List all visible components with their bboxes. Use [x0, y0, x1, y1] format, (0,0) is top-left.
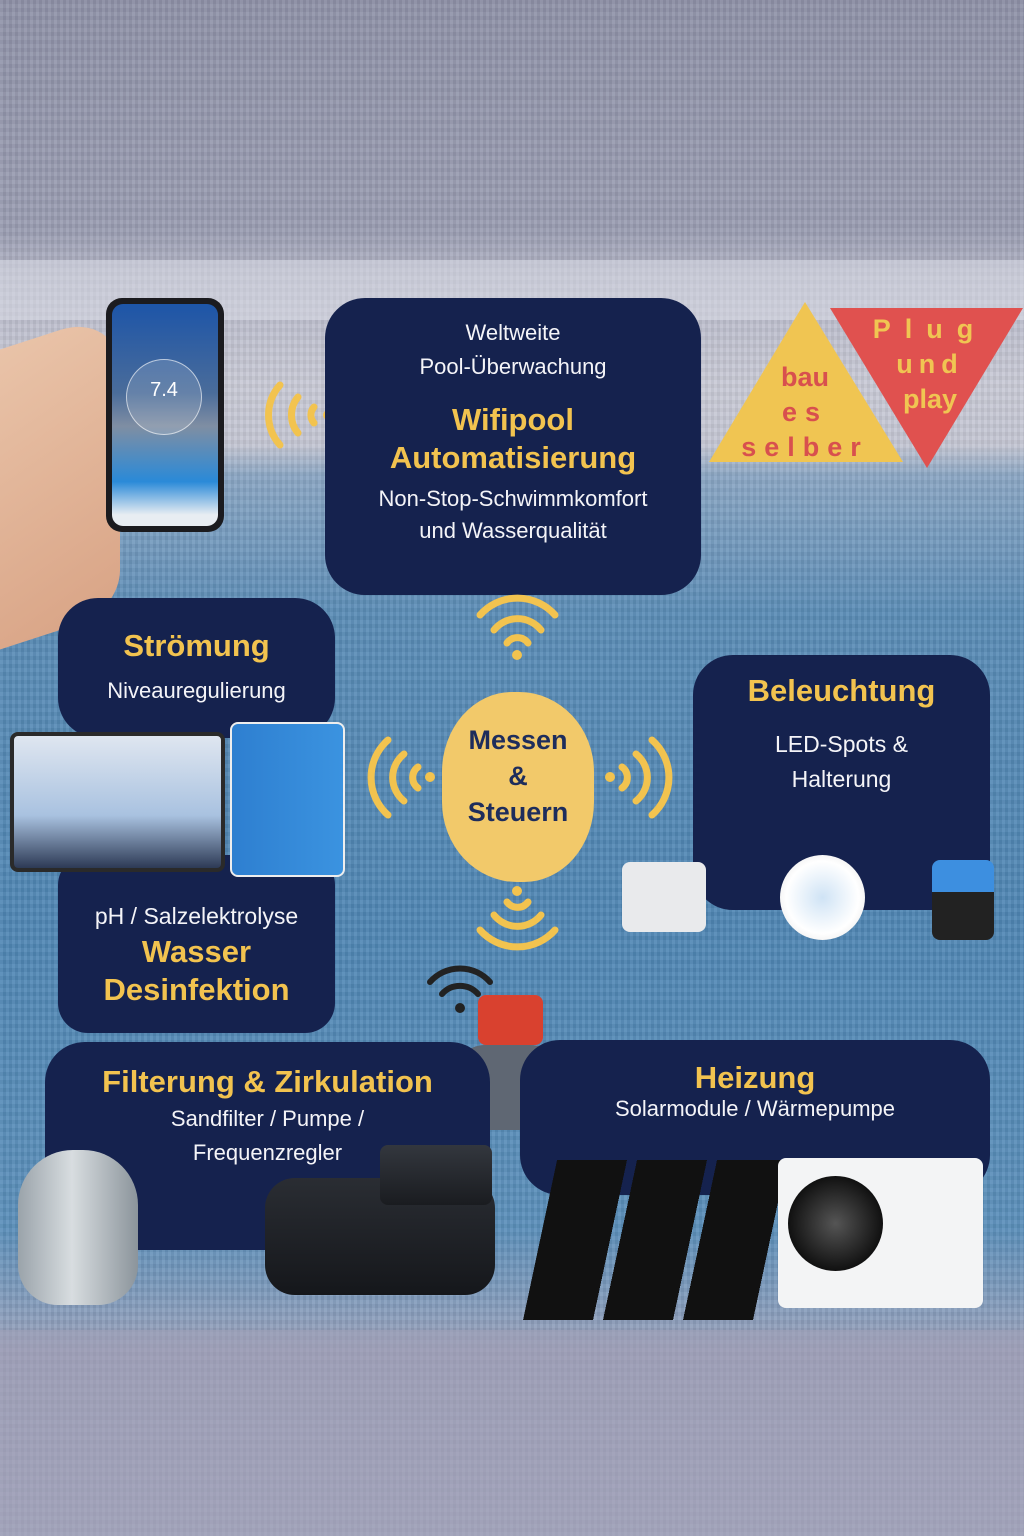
card-title: Heizung [694, 1060, 816, 1095]
measure-control-cloud [442, 692, 594, 882]
center-text: Steuern [467, 797, 569, 827]
card-text: Weltweite [465, 320, 561, 345]
badge-triangles [709, 302, 1023, 468]
badge-text: und [896, 349, 964, 379]
card-text: LED-Spots & [775, 731, 908, 757]
pool-deck [0, 1330, 1024, 1536]
wifi-up-icon [476, 594, 559, 660]
led-spot-image [780, 855, 865, 940]
card-text: Frequenzregler [192, 1140, 343, 1165]
heat-pump-image [778, 1158, 983, 1308]
card-text: Niveauregulierung [107, 678, 286, 703]
card-text: und Wasserqualität [419, 518, 607, 543]
light-controller-image [622, 862, 706, 932]
motorized-valve-image [478, 995, 543, 1045]
card-text: Pool-Überwachung [419, 354, 607, 379]
card-title: Strömung [123, 628, 270, 663]
dosing-station-image [10, 732, 225, 872]
badge-text: selber [741, 432, 869, 462]
center-label: Messen & Steuern [442, 722, 594, 830]
badge-text: bau [780, 362, 829, 392]
card-text: Halterung [791, 766, 892, 792]
card-title: Beleuchtung [747, 673, 936, 708]
wasser-card: pH / Salzelektrolyse Wasser Desinfektion [58, 855, 335, 1033]
card-title: Filterung & Zirkulation [102, 1064, 433, 1099]
card-title: Wasser [141, 934, 252, 969]
wifi-valve-icon [427, 965, 493, 1013]
phone-ph-value: 7.4 [126, 359, 202, 435]
solar-panels-image [522, 1160, 793, 1320]
wifi-right-icon [605, 736, 673, 819]
transformer-image [932, 860, 994, 940]
card-title: Wifipool [452, 402, 574, 437]
card-text: pH / Salzelektrolyse [94, 903, 299, 929]
stroemung-card: Strömung Niveauregulierung [58, 598, 335, 738]
card-text: Sandfilter / Pumpe / [170, 1106, 365, 1131]
card-text: Non-Stop-Schwimmkomfort [378, 486, 648, 511]
badge-text: play [902, 384, 958, 414]
badge-text: es [781, 397, 829, 427]
badge-text: Plug [872, 314, 988, 344]
card-title: Automatisierung [389, 440, 637, 475]
center-text: Messen [468, 725, 568, 755]
card-text: Solarmodule / Wärmepumpe [614, 1096, 895, 1121]
plug-badge: Plug und play [830, 312, 1024, 417]
control-panel-image [230, 722, 345, 877]
wifipool-card: Weltweite Pool-Überwachung Wifipool Auto… [325, 298, 701, 595]
card-title: Desinfektion [103, 972, 290, 1007]
smartphone: 7.4 [106, 298, 224, 532]
wifi-left-icon [367, 736, 435, 819]
diy-badge: bau es selber [705, 360, 905, 465]
frequency-controller-image [380, 1145, 492, 1205]
sand-filter-image [18, 1150, 138, 1305]
wifi-down-icon [476, 886, 559, 951]
center-text: & [508, 761, 528, 791]
fan-icon [788, 1176, 883, 1271]
